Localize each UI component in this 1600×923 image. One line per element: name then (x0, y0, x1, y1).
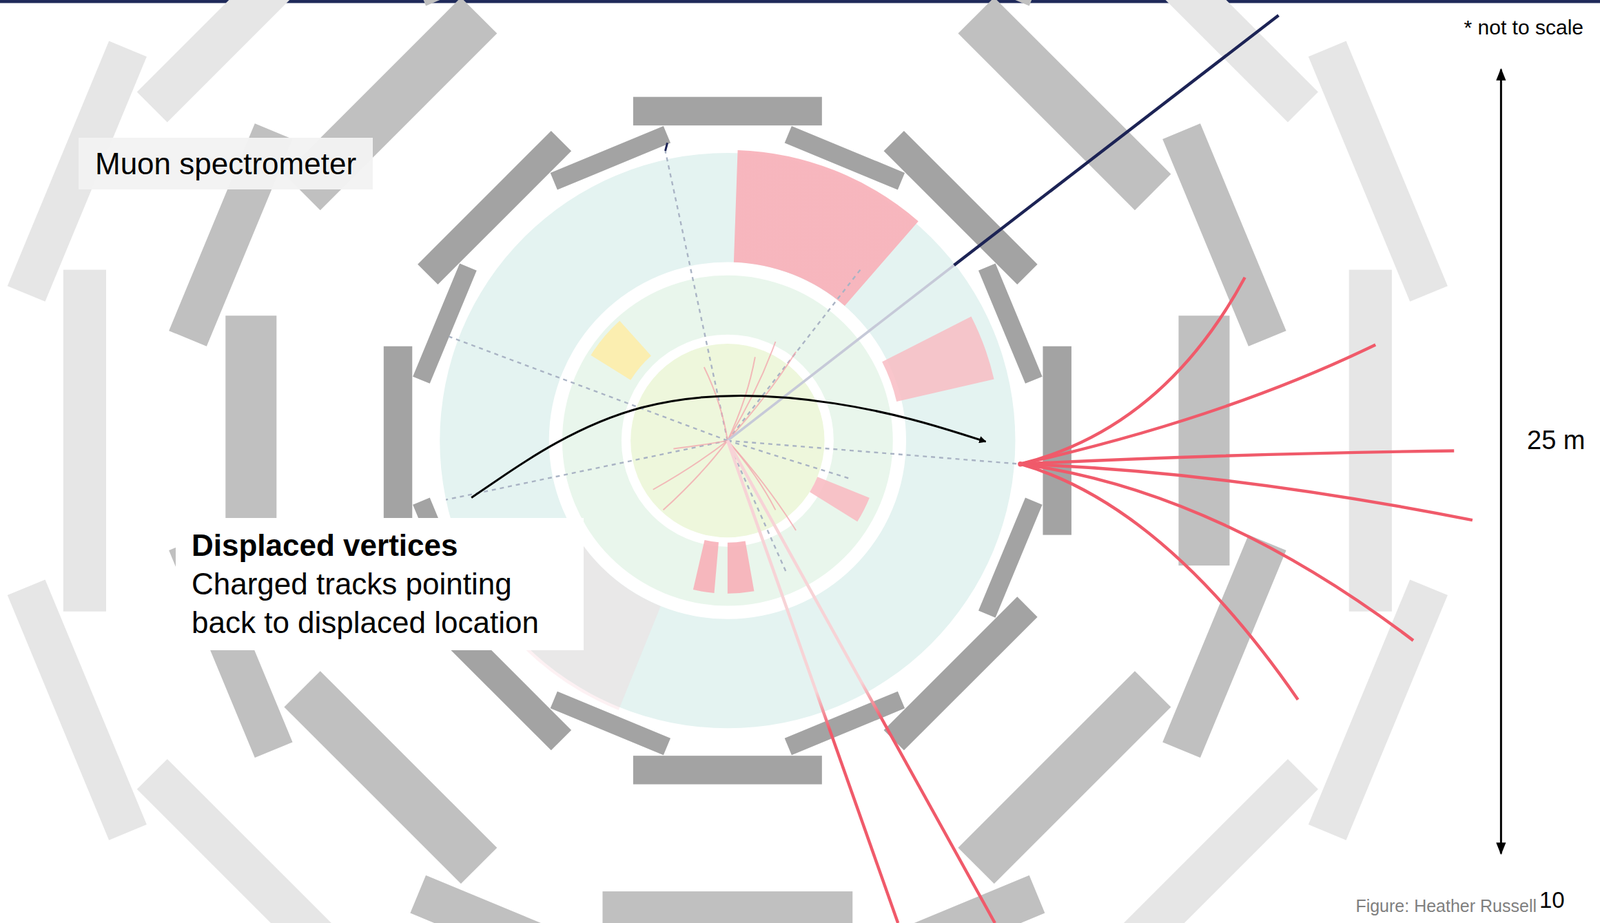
callout-box: Displaced verticesCharged tracks pointin… (175, 518, 584, 651)
muon-track (727, 265, 955, 441)
muon-chamber (1308, 579, 1448, 840)
muon-chamber (63, 270, 107, 612)
charged-track (727, 440, 898, 923)
charged-track (704, 367, 728, 441)
muon-chamber (822, 0, 1046, 6)
muon-chamber (1308, 41, 1448, 302)
dashed-track (727, 440, 1021, 465)
dashed-track (727, 440, 786, 572)
displaced-vertex (1017, 461, 1023, 467)
muon-chamber (1178, 315, 1230, 566)
energy-deposit (693, 540, 719, 594)
charged-track (653, 440, 728, 490)
muon-chamber (409, 875, 634, 923)
muon-chamber (1042, 346, 1071, 536)
energy-deposit (590, 321, 651, 381)
muon-chamber (633, 755, 823, 785)
dashed-track (727, 267, 863, 441)
dashed-track (449, 336, 728, 441)
charged-track (727, 356, 756, 441)
muon-chamber (383, 346, 413, 536)
muon-chambers (7, 0, 1448, 923)
energy-deposit (727, 540, 755, 594)
charged-track (673, 440, 727, 450)
part-label-box: Muon spectrometer (78, 137, 373, 190)
muon-chamber (602, 891, 853, 923)
slide-number: 10 (1539, 886, 1565, 915)
callout-text: Charged tracks pointing back to displace… (191, 565, 557, 643)
dimension: 25 m (1526, 425, 1585, 457)
muon-chamber (633, 97, 823, 126)
energy-deposit (733, 150, 919, 306)
charged-track (727, 440, 996, 923)
displaced-track (1020, 464, 1414, 641)
muon-track (954, 15, 1279, 266)
muon-chamber (957, 671, 1171, 885)
energy-deposit (881, 316, 994, 402)
scale-note: * not to scale (1464, 15, 1584, 40)
scale-arrow (1500, 69, 1503, 855)
displaced-track (1020, 344, 1376, 464)
muon-chamber (1349, 270, 1392, 612)
muon-chamber (409, 0, 634, 6)
displaced-track (1020, 464, 1299, 701)
charged-track (727, 440, 796, 531)
callout-text: Muon spectrometer (95, 144, 357, 183)
charged-track (663, 440, 728, 511)
muon-chamber (283, 671, 497, 885)
dashed-track (445, 440, 728, 501)
energy-deposit (809, 476, 870, 522)
displaced-track (1020, 450, 1454, 464)
callout-heading: Displaced vertices (191, 526, 557, 566)
figure-credit: Figure: Heather Russell (1355, 895, 1537, 917)
muon-chamber (7, 579, 147, 840)
pointer-arrow (471, 396, 986, 499)
muon-chamber (822, 875, 1046, 923)
charged-track (727, 341, 776, 441)
muon-chamber (1162, 534, 1286, 758)
